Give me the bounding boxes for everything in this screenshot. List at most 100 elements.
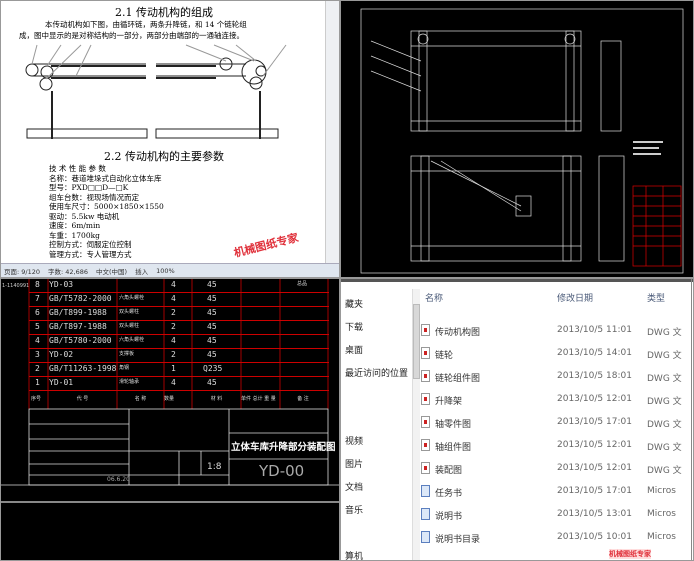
doc-file-icon (421, 485, 430, 497)
column-date[interactable]: 修改日期 (557, 294, 594, 304)
column-type[interactable]: 类型 (647, 294, 666, 304)
word-document-window: 2.1 传动机构的组成 本传动机构如下图，由循环链，两条升降链，和 14 个链轮… (0, 0, 340, 278)
dwg-file-icon (421, 462, 430, 474)
file-row[interactable]: 轴组件图 2013/10/5 12:01 DWG 文 (417, 436, 687, 458)
table-header: 序号代 号名 称数量材 料单件 总计 重 量备 注 (31, 396, 309, 402)
file-row[interactable]: 传动机构图 2013/10/5 11:01 DWG 文 (417, 321, 687, 343)
file-type: DWG 文 (647, 328, 682, 338)
file-name: 轴组件图 (435, 443, 472, 453)
file-type: DWG 文 (647, 443, 682, 453)
file-date: 2013/10/5 12:01 (557, 440, 632, 450)
nav-desktop[interactable]: 桌面 (345, 346, 364, 356)
zoom-level[interactable]: 100% (156, 266, 175, 275)
file-type: DWG 文 (647, 420, 682, 430)
dwg-file-icon (421, 347, 430, 359)
file-row[interactable]: 任务书 2013/10/5 17:01 Micros (417, 482, 687, 504)
param-line: 车重：1700kg (49, 230, 100, 240)
nav-music[interactable]: 音乐 (345, 506, 364, 516)
file-row[interactable]: 说明书目录 2013/10/5 10:01 Micros (417, 528, 687, 550)
nav-scrollbar[interactable] (412, 289, 420, 560)
file-name: 装配图 (435, 466, 463, 476)
dwg-file-icon (421, 439, 430, 451)
document-page: 2.1 传动机构的组成 本传动机构如下图，由循环链，两条升降链，和 14 个链轮… (1, 1, 327, 263)
file-date: 2013/10/5 12:01 (557, 463, 632, 473)
language[interactable]: 中文(中国) (96, 267, 128, 276)
file-row[interactable]: 轴零件图 2013/10/5 17:01 DWG 文 (417, 413, 687, 435)
param-line: 技 术 性 能 参 数 (49, 164, 106, 173)
file-row[interactable]: 链轮 2013/10/5 14:01 DWG 文 (417, 344, 687, 366)
dwg-file-icon (421, 370, 430, 382)
file-type: DWG 文 (647, 374, 682, 384)
column-name[interactable]: 名称 (425, 294, 444, 304)
word-count: 字数: 42,686 (48, 267, 88, 276)
param-line: 控制方式：伺服定位控制 (49, 240, 132, 249)
file-date: 2013/10/5 13:01 (557, 509, 632, 519)
file-date: 2013/10/5 10:01 (557, 532, 632, 542)
file-row[interactable]: 链轮组件图 2013/10/5 18:01 DWG 文 (417, 367, 687, 389)
param-line: 名称：巷道堆垛式自动化立体车库 (49, 173, 162, 183)
param-line: 型号：PXD□□D—□K (49, 183, 129, 192)
nav-recent-places[interactable]: 最近访问的位置 (345, 369, 409, 379)
transmission-diagram (25, 44, 287, 139)
file-date: 2013/10/5 14:01 (557, 348, 632, 358)
file-type: Micros (647, 509, 676, 519)
doc-file-icon (421, 508, 430, 520)
nav-computer[interactable]: 算机 (345, 552, 364, 561)
nav-downloads[interactable]: 下载 (345, 323, 364, 333)
file-row[interactable]: 说明书 2013/10/5 13:01 Micros (417, 505, 687, 527)
side-label: 1-1140991 (2, 283, 30, 289)
file-date: 2013/10/5 17:01 (557, 486, 632, 496)
nav-pictures[interactable]: 图片 (345, 460, 364, 470)
doc-file-icon (421, 531, 430, 543)
drawing-date: 06.6.20 (107, 476, 130, 483)
param-line: 管理方式：专人管理方式 (49, 249, 132, 259)
cad-drawing-window (340, 0, 694, 278)
file-name: 说明书目录 (435, 535, 481, 545)
paragraph-line: 本传动机构如下图，由循环链，两条升降链，和 14 个链轮组 (45, 20, 247, 29)
nav-videos[interactable]: 视频 (345, 437, 364, 447)
page-count: 页面: 9/120 (4, 267, 40, 276)
paragraph-line: 成，图中显示的是对称结构的一部分，两部分由端部的一通轴连接。 (19, 31, 244, 40)
file-date: 2013/10/5 17:01 (557, 417, 632, 427)
param-line: 速度：6m/min (49, 221, 101, 230)
dwg-file-icon (421, 393, 430, 405)
file-name: 轴零件图 (435, 420, 472, 430)
insert-mode[interactable]: 插入 (135, 267, 149, 276)
file-name: 传动机构图 (435, 328, 481, 338)
watermark: 机械图纸专家 (232, 231, 300, 260)
file-type: Micros (647, 486, 676, 496)
drawing-title: 立体车库升降部分装配图 (231, 442, 336, 453)
file-row[interactable]: 升降架 2013/10/5 12:01 DWG 文 (417, 390, 687, 412)
status-bar: 页面: 9/120 字数: 42,686 中文(中国) 插入 100% (1, 263, 339, 277)
heading-2-1: 2.1 传动机构的组成 (115, 6, 213, 19)
file-date: 2013/10/5 11:01 (557, 325, 632, 335)
file-explorer-window: 藏夹 下载 桌面 最近访问的位置 视频 图片 文档 音乐 算机 名称 修改日期 … (340, 278, 694, 561)
file-name: 链轮组件图 (435, 374, 481, 384)
table-grid (1, 279, 339, 503)
nav-documents[interactable]: 文档 (345, 483, 364, 493)
file-name: 任务书 (435, 489, 463, 499)
file-row[interactable]: 装配图 2013/10/5 12:01 DWG 文 (417, 459, 687, 481)
dwg-file-icon (421, 416, 430, 428)
file-name: 说明书 (435, 512, 463, 522)
file-name: 链轮 (435, 351, 454, 361)
dwg-file-icon (421, 324, 430, 336)
watermark: 机械图纸专家 (609, 549, 651, 559)
vertical-scrollbar[interactable] (325, 1, 339, 263)
file-type: DWG 文 (647, 466, 682, 476)
param-line: 组车台数：视现场情况而定 (49, 192, 139, 202)
file-type: DWG 文 (647, 397, 682, 407)
heading-2-2: 2.2 传动机构的主要参数 (104, 150, 224, 163)
file-date: 2013/10/5 18:01 (557, 371, 632, 381)
assembly-drawing (360, 8, 684, 274)
file-type: Micros (647, 532, 676, 542)
nav-favorites[interactable]: 藏夹 (345, 300, 364, 310)
drawing-code: YD-00 (259, 462, 305, 480)
